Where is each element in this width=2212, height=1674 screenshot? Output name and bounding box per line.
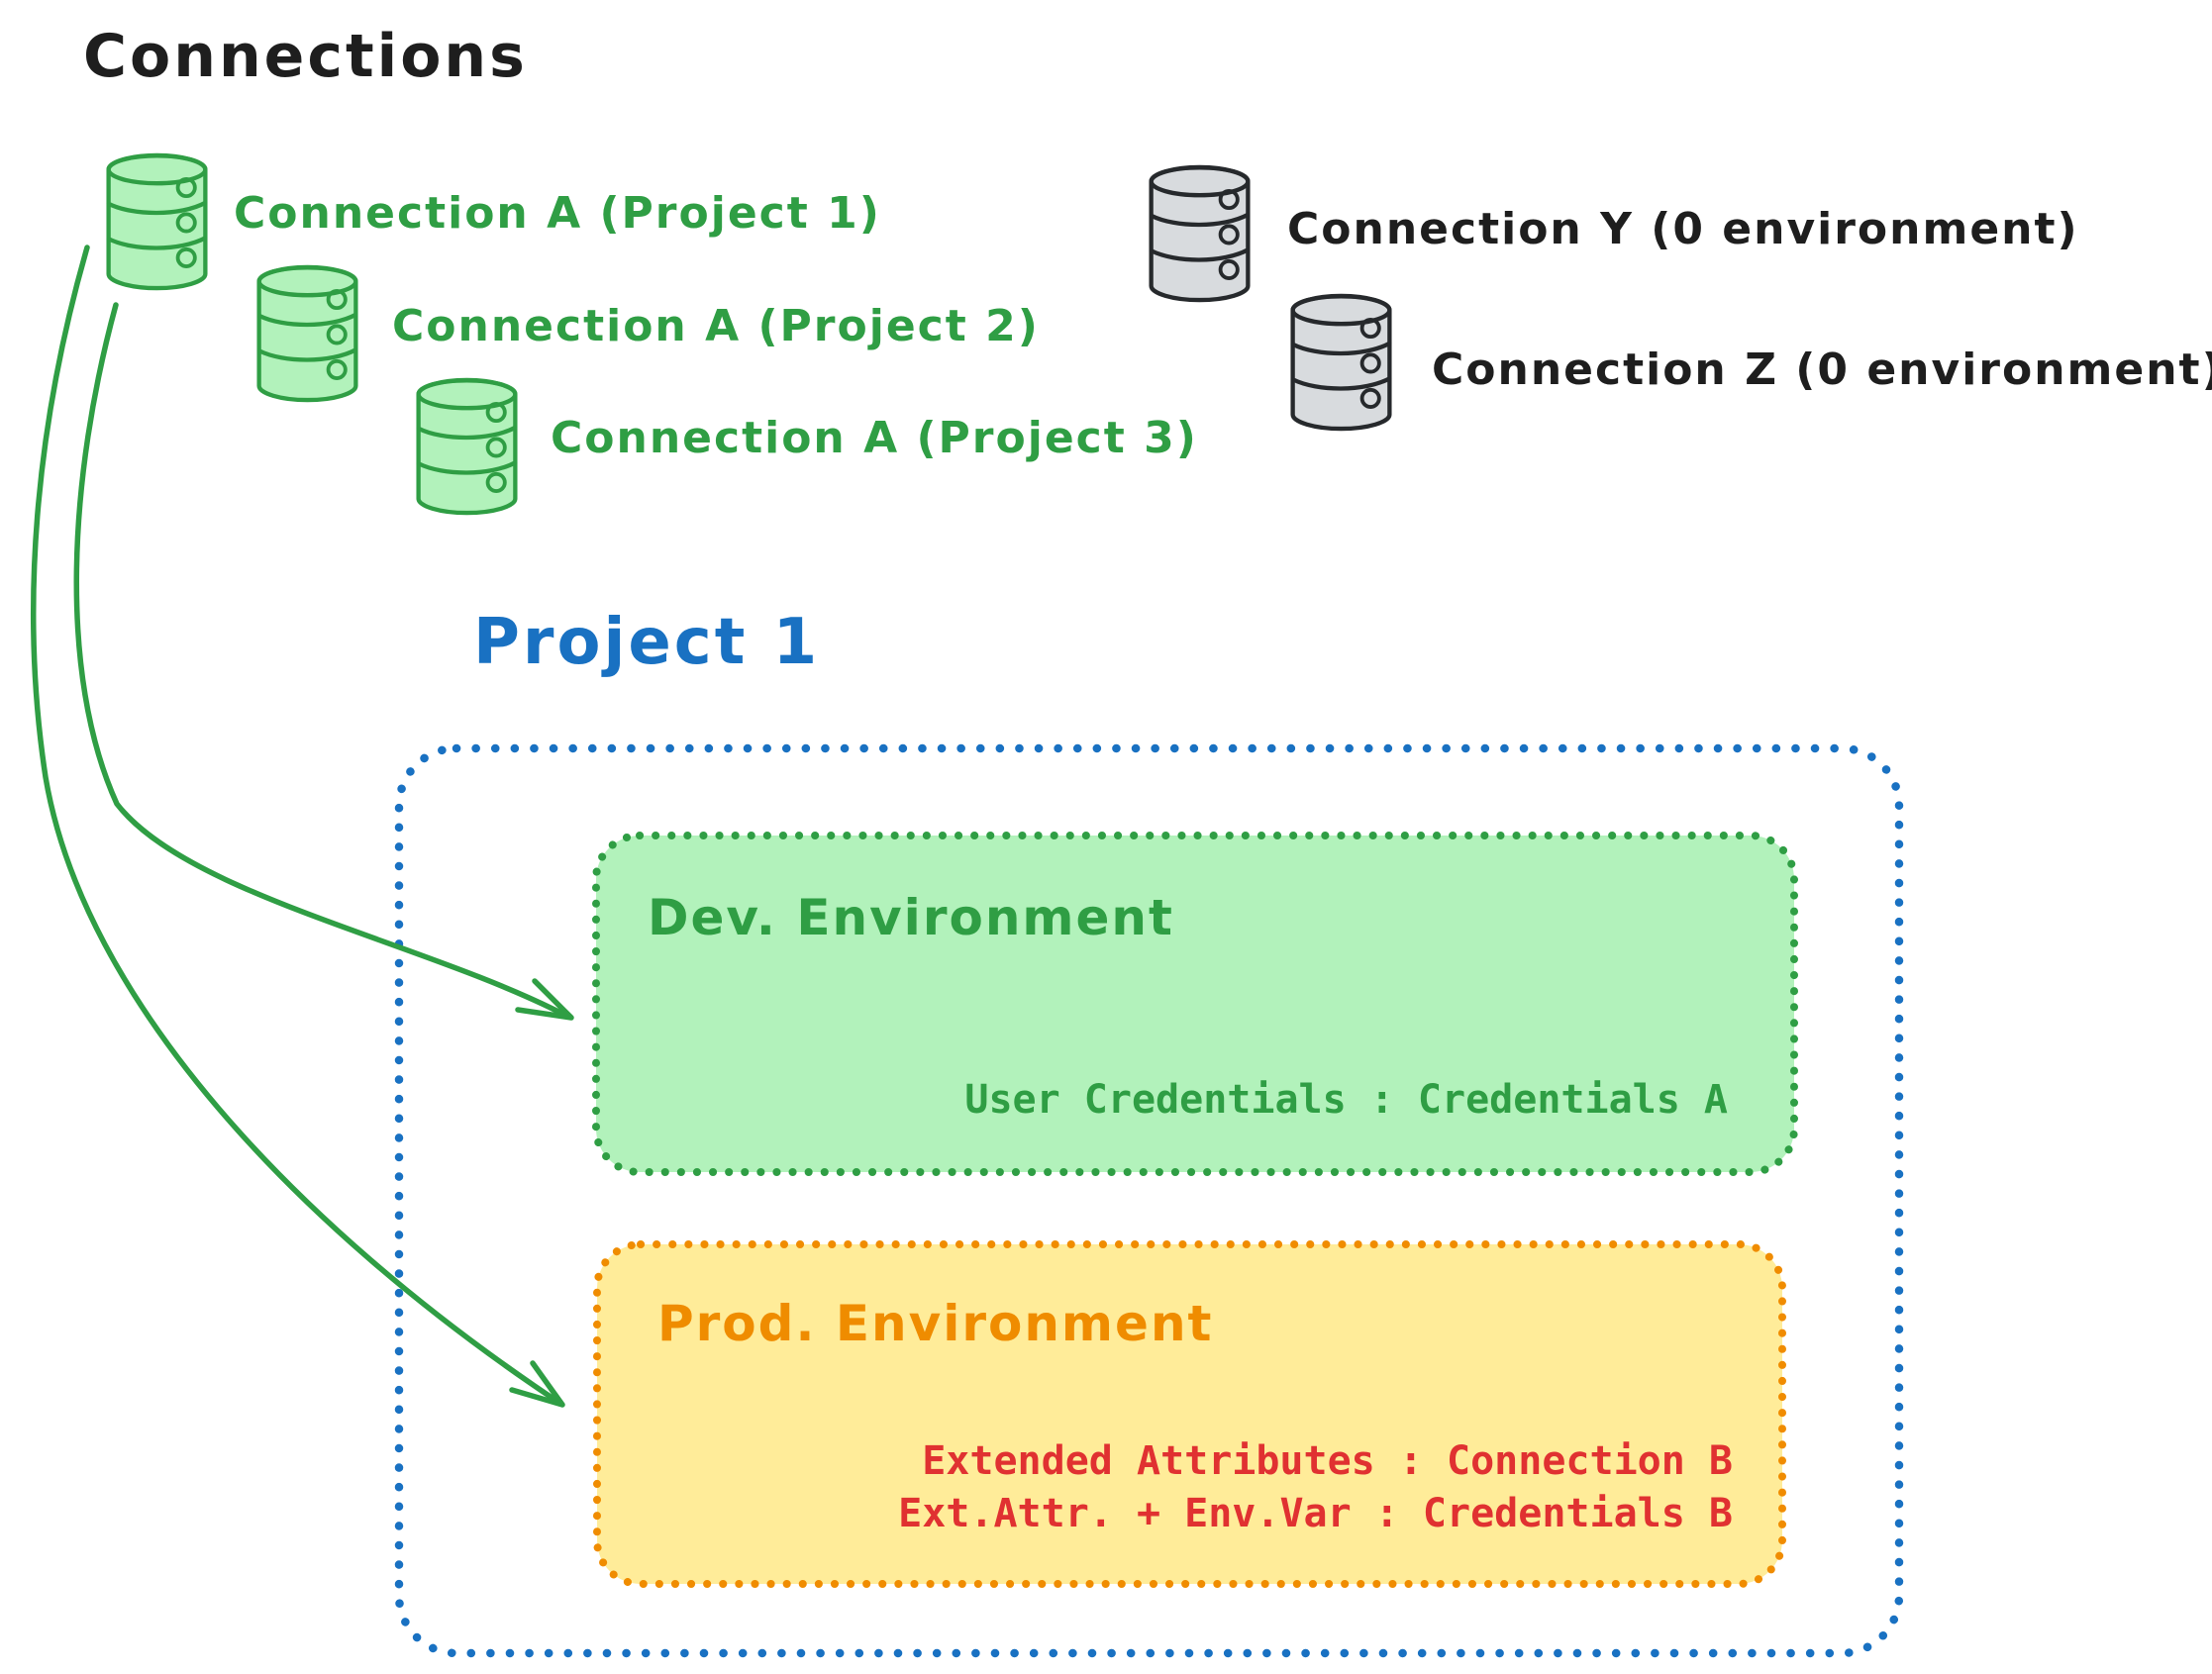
prod-extended-attributes-line: Extended Attributes : Connection B	[922, 1438, 1733, 1484]
connection-z-label: Connection Z (0 environment)	[1432, 345, 2212, 395]
connection-y-label: Connection Y (0 environment)	[1287, 204, 2079, 254]
dev-environment-title: Dev. Environment	[648, 889, 1174, 946]
prod-environment-title: Prod. Environment	[657, 1295, 1214, 1352]
dev-environment-credentials-text: User Credentials : Credentials A	[964, 1077, 1728, 1123]
arrow-connection-a-to-prod-environment	[31, 245, 565, 1408]
database-icon-connection-z	[1293, 296, 1390, 429]
database-icon-connection-a-project-2	[259, 267, 356, 400]
database-icon-connection-y	[1152, 167, 1249, 300]
database-icon-connection-a-project-1	[109, 155, 206, 288]
project-1-title: Project 1	[473, 606, 821, 679]
connection-a-project-2-label: Connection A (Project 2)	[392, 301, 1040, 351]
diagram-title: Connections	[83, 22, 528, 91]
database-icon-connection-a-project-3	[419, 380, 516, 513]
connection-a-project-1-label: Connection A (Project 1)	[234, 188, 881, 239]
connection-a-project-3-label: Connection A (Project 3)	[551, 413, 1198, 463]
prod-environment-credentials-text: Extended Attributes : Connection B Ext.A…	[898, 1435, 1733, 1540]
prod-ext-attr-env-var-line: Ext.Attr. + Env.Var : Credentials B	[898, 1491, 1733, 1536]
